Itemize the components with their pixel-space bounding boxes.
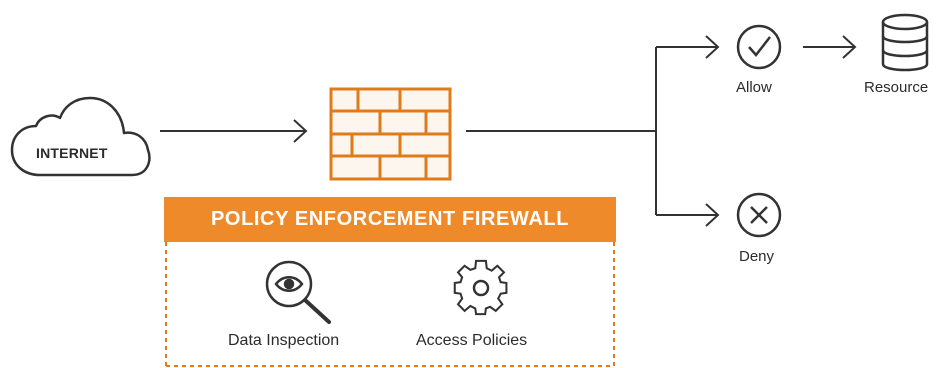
deny-circle-icon xyxy=(736,192,782,238)
policy-firewall-banner: POLICY ENFORCEMENT FIREWALL xyxy=(164,197,616,242)
check-circle-icon xyxy=(736,24,782,70)
internet-label: INTERNET xyxy=(36,145,108,161)
access-policies-label: Access Policies xyxy=(416,332,528,349)
resource-label: Resource xyxy=(864,79,929,96)
firewall-panel-border xyxy=(165,242,615,368)
gear-icon xyxy=(453,259,508,316)
database-icon xyxy=(881,13,929,72)
deny-label: Deny xyxy=(739,248,775,265)
data-inspection-label: Data Inspection xyxy=(228,332,340,349)
branch-connector xyxy=(466,35,720,227)
brick-wall-icon xyxy=(329,87,452,181)
arrow-to-firewall xyxy=(160,119,308,143)
allow-label: Allow xyxy=(736,79,772,96)
arrow-to-resource xyxy=(803,35,857,59)
magnifier-eye-icon xyxy=(265,260,331,324)
cloud-icon xyxy=(10,96,151,177)
